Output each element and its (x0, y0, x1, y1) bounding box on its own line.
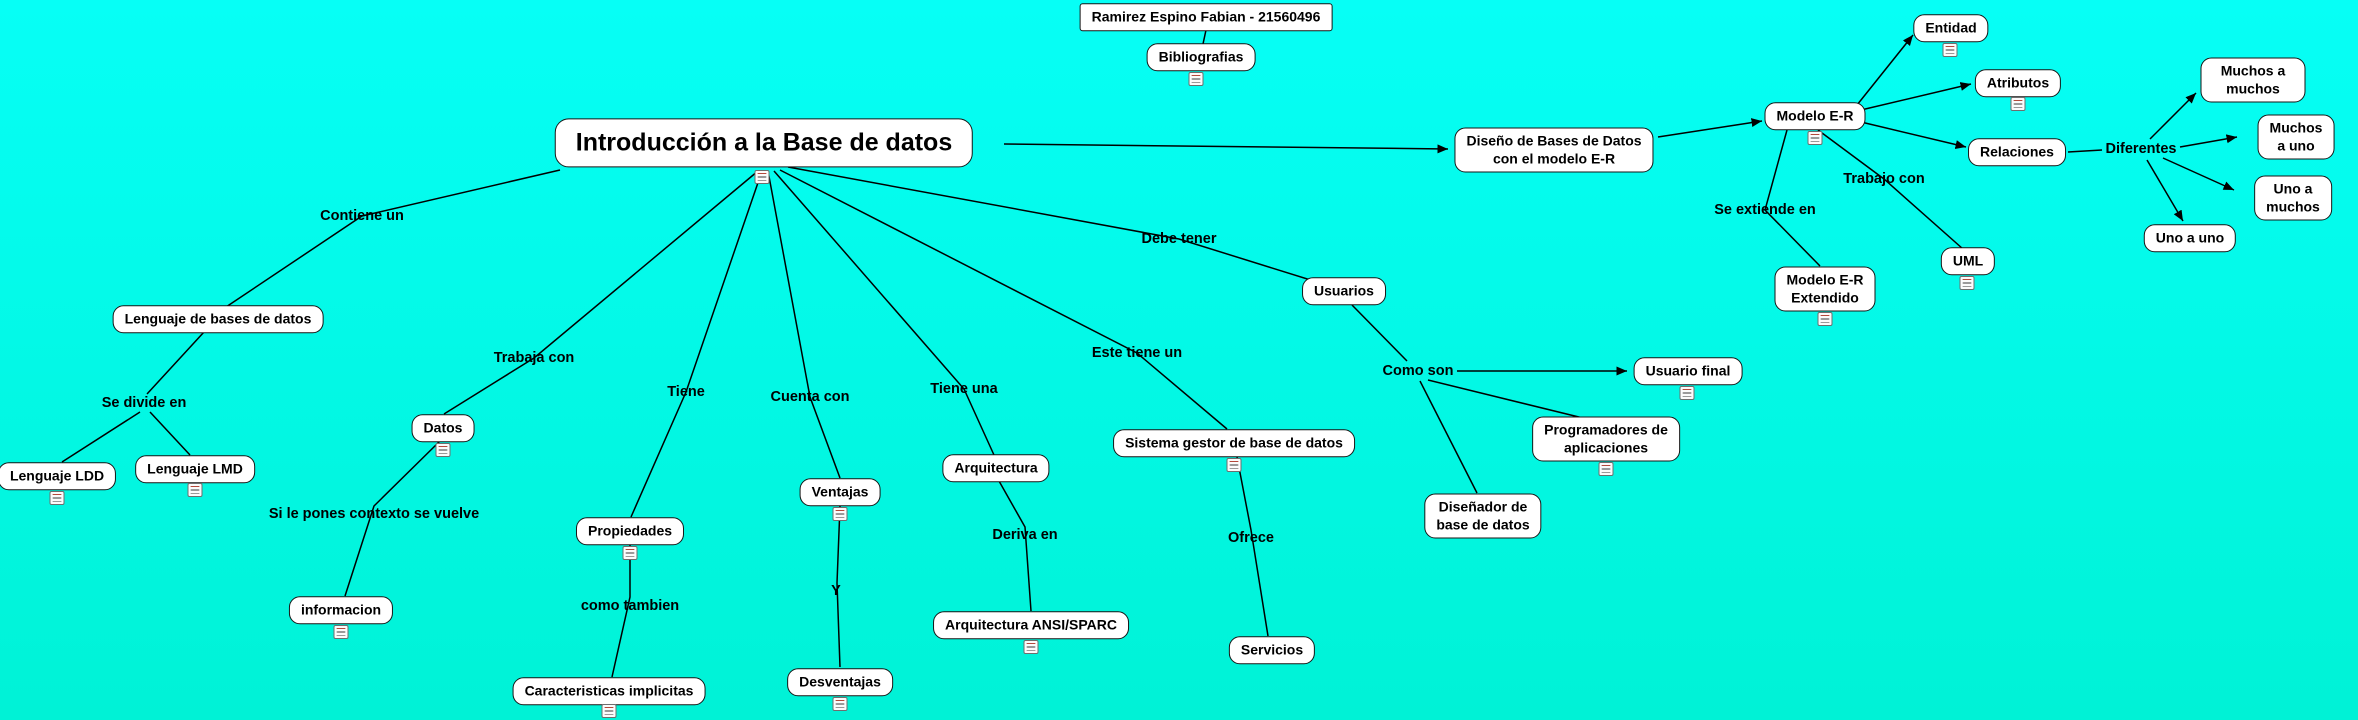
node-ventajas[interactable]: Ventajas (799, 478, 881, 506)
resource-icon[interactable] (1023, 640, 1039, 654)
link-label-se-extiende-en[interactable]: Se extiende en (1714, 202, 1816, 218)
link-label-ofrece[interactable]: Ofrece (1228, 530, 1274, 546)
resource-icon[interactable] (1942, 43, 1958, 57)
link-label-como-son[interactable]: Como son (1382, 363, 1454, 379)
node-diseno-er[interactable]: Diseño de Bases de Datos con el modelo E… (1454, 127, 1654, 173)
resource-icon[interactable] (754, 170, 770, 184)
resource-icon[interactable] (1817, 312, 1833, 326)
node-usuario-final[interactable]: Usuario final (1633, 357, 1743, 385)
link-label-tiene[interactable]: Tiene (667, 384, 705, 400)
link-label-deriva-en[interactable]: Deriva en (992, 527, 1058, 543)
node-usuarios[interactable]: Usuarios (1302, 277, 1386, 305)
link-label-diferentes[interactable]: Diferentes (2105, 141, 2177, 157)
node-caracteristicas-implicitas[interactable]: Caracteristicas implicitas (512, 677, 706, 705)
node-programadores[interactable]: Programadores de aplicaciones (1532, 416, 1680, 462)
link-label-se-divide-en[interactable]: Se divide en (101, 395, 187, 411)
node-sistema-gestor[interactable]: Sistema gestor de base de datos (1113, 429, 1355, 457)
resource-icon[interactable] (832, 697, 848, 711)
node-informacion[interactable]: informacion (288, 596, 394, 624)
resource-icon[interactable] (1807, 131, 1823, 145)
node-datos[interactable]: Datos (411, 414, 475, 442)
node-entidad[interactable]: Entidad (1913, 14, 1989, 42)
node-uno-a-uno[interactable]: Uno a uno (2143, 224, 2237, 252)
node-disenador[interactable]: Diseñador de base de datos (1424, 493, 1542, 539)
resource-icon[interactable] (622, 546, 638, 560)
link-label-este-tiene-un[interactable]: Este tiene un (1091, 345, 1183, 361)
resource-icon[interactable] (1959, 276, 1975, 290)
resource-icon[interactable] (1679, 386, 1695, 400)
resource-icon[interactable] (832, 507, 848, 521)
resource-icon[interactable] (2010, 97, 2026, 111)
link-label-contiene-un[interactable]: Contiene un (320, 208, 404, 224)
resource-icon[interactable] (187, 483, 203, 497)
resource-icon[interactable] (1188, 72, 1204, 86)
node-author[interactable]: Ramirez Espino Fabian - 21560496 (1079, 3, 1333, 31)
node-relaciones[interactable]: Relaciones (1968, 138, 2066, 166)
node-modelo-er-extendido[interactable]: Modelo E-R Extendido (1774, 266, 1876, 312)
node-uml[interactable]: UML (1940, 247, 1996, 275)
link-label-si-le-pones-contexto[interactable]: Si le pones contexto se vuelve (268, 506, 480, 522)
link-label-debe-tener[interactable]: Debe tener (1141, 231, 1217, 247)
node-intro-base-datos[interactable]: Introducción a la Base de datos (554, 118, 974, 168)
resource-icon[interactable] (601, 704, 617, 718)
link-label-cuenta-con[interactable]: Cuenta con (770, 389, 850, 405)
node-uno-a-muchos[interactable]: Uno a muchos (2254, 175, 2332, 221)
link-label-tiene-una[interactable]: Tiene una (930, 381, 998, 397)
node-arquitectura-ansi-sparc[interactable]: Arquitectura ANSI/SPARC (933, 611, 1129, 639)
resource-icon[interactable] (1226, 458, 1242, 472)
resource-icon[interactable] (49, 491, 65, 505)
link-label-y[interactable]: Y (831, 583, 841, 599)
node-muchos-a-uno[interactable]: Muchos a uno (2257, 114, 2335, 160)
node-bibliografias[interactable]: Bibliografias (1146, 43, 1256, 71)
node-desventajas[interactable]: Desventajas (787, 668, 893, 696)
link-label-como-tambien[interactable]: como tambien (580, 598, 680, 614)
node-lenguaje-lmd[interactable]: Lenguaje LMD (135, 455, 255, 483)
node-modelo-er[interactable]: Modelo E-R (1764, 102, 1866, 130)
node-propiedades[interactable]: Propiedades (575, 517, 685, 545)
node-muchos-a-muchos[interactable]: Muchos a muchos (2200, 57, 2306, 103)
node-arquitectura[interactable]: Arquitectura (942, 454, 1050, 482)
node-servicios[interactable]: Servicios (1228, 636, 1316, 664)
resource-icon[interactable] (1598, 462, 1614, 476)
resource-icon[interactable] (435, 443, 451, 457)
resource-icon[interactable] (333, 625, 349, 639)
link-label-trabaja-con[interactable]: Trabaja con (493, 350, 575, 366)
node-atributos[interactable]: Atributos (1974, 69, 2062, 97)
node-lenguaje-ldd[interactable]: Lenguaje LDD (0, 462, 117, 490)
node-lenguaje-bd[interactable]: Lenguaje de bases de datos (112, 305, 324, 333)
link-label-trabajo-con[interactable]: Trabajo con (1843, 171, 1925, 187)
